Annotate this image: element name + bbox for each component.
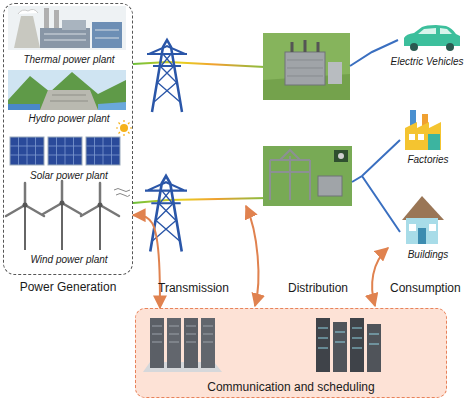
substation-picture	[270, 150, 310, 200]
thermal-plant-picture	[44, 30, 119, 40]
stage-label: Transmission	[158, 281, 229, 295]
hydro-plant-picture	[8, 104, 40, 110]
solar-plant-picture	[10, 137, 120, 165]
substation-picture	[287, 60, 323, 76]
substation-picture	[334, 150, 348, 162]
thermal-plant-picture	[14, 16, 40, 48]
thermal-plant-picture	[8, 6, 126, 50]
car-icon	[410, 43, 418, 51]
thermal-plant-picture	[18, 9, 38, 14]
thermal-plant-picture	[40, 28, 90, 48]
node-label: Communication and scheduling	[207, 380, 374, 394]
hydro-plant-picture	[8, 72, 126, 110]
thermal-plant-picture	[8, 6, 126, 50]
plant-box: Thermal power plant	[6, 6, 132, 68]
factory-icon	[409, 134, 415, 140]
house-icon	[406, 218, 438, 244]
transmission-tower	[145, 176, 187, 252]
node-label: Hydro power plant	[28, 113, 109, 125]
factory-icon	[405, 110, 441, 150]
node-label: Electric Vehicles	[391, 56, 464, 68]
server-rack-picture	[367, 324, 381, 372]
wind-plant-picture	[81, 183, 119, 216]
communication-arrow	[133, 215, 160, 308]
car-icon	[418, 28, 452, 34]
solar-plant-picture	[10, 120, 132, 165]
distribution-line	[352, 140, 400, 232]
car-icon	[404, 25, 460, 51]
server-room-picture	[143, 318, 222, 372]
server-rack-picture	[316, 318, 381, 372]
server-room-picture	[152, 326, 213, 342]
stage-label: Distribution	[288, 281, 348, 295]
node-label: Factories	[407, 154, 448, 166]
communication-arrow	[246, 206, 258, 306]
wind-plant-picture	[6, 183, 44, 216]
node-label: Buildings	[408, 249, 449, 261]
server-rack-picture	[316, 318, 330, 372]
communication-arrow	[372, 248, 388, 306]
group-heading: Power Generation	[4, 280, 132, 294]
consumer-box: Electric Vehicles	[384, 18, 470, 70]
stage-label: Consumption	[390, 281, 461, 295]
factory-icon	[428, 134, 440, 150]
band-fill	[135, 308, 447, 398]
power-line	[133, 62, 265, 67]
hydro-plant-picture	[50, 95, 88, 101]
substation-picture	[338, 153, 344, 159]
wind-plant-picture	[43, 181, 81, 214]
wind-plant-picture	[6, 181, 130, 250]
substation-picture	[328, 62, 342, 84]
consumer-box: Factories	[395, 104, 461, 168]
hydro-plant-picture	[40, 90, 98, 110]
hydro-plant-picture	[8, 70, 126, 110]
substation-picture	[318, 176, 342, 196]
car-icon	[404, 25, 460, 46]
plant-box: Wind power plant	[6, 188, 132, 268]
server-rack-picture	[318, 328, 379, 348]
hydro-plant-picture	[8, 70, 126, 110]
node-label: Thermal power plant	[23, 54, 114, 66]
generation-group: Power GenerationThermal power plantHydro…	[3, 3, 133, 275]
wind-plant-picture	[60, 201, 65, 206]
plant-box: Solar power plant	[6, 131, 132, 184]
thermal-plant-picture	[92, 22, 122, 48]
transmission-tower	[147, 40, 187, 112]
wind-plant-picture	[114, 189, 130, 197]
wind-plant-picture	[98, 203, 103, 208]
house-icon	[429, 224, 436, 231]
node-label: Wind power plant	[30, 254, 107, 266]
substation-picture	[292, 40, 318, 52]
house-icon	[418, 228, 426, 244]
plant-box: Hydro power plant	[6, 69, 132, 127]
substation-picture	[263, 33, 350, 100]
substation-picture	[263, 146, 352, 206]
substation-picture	[285, 52, 325, 85]
house-icon	[402, 196, 444, 220]
substation-picture	[263, 33, 350, 100]
factory-icon	[418, 134, 424, 140]
consumer-box: Buildings	[390, 190, 466, 263]
house-icon	[402, 196, 444, 244]
server-rack-picture	[333, 322, 347, 372]
solar-plant-picture	[120, 124, 128, 132]
node-label: Solar power plant	[30, 170, 108, 182]
car-icon	[446, 43, 454, 51]
house-icon	[409, 224, 416, 231]
substation-picture	[263, 146, 352, 206]
thermal-plant-picture	[62, 20, 86, 30]
solar-plant-picture	[116, 120, 132, 136]
server-rack-picture	[350, 318, 364, 372]
factory-icon	[405, 122, 441, 150]
communication-band: Communication and scheduling	[135, 308, 447, 398]
wind-plant-picture	[23, 203, 28, 208]
hydro-plant-picture	[98, 102, 126, 110]
wind-plant-picture	[25, 203, 100, 250]
